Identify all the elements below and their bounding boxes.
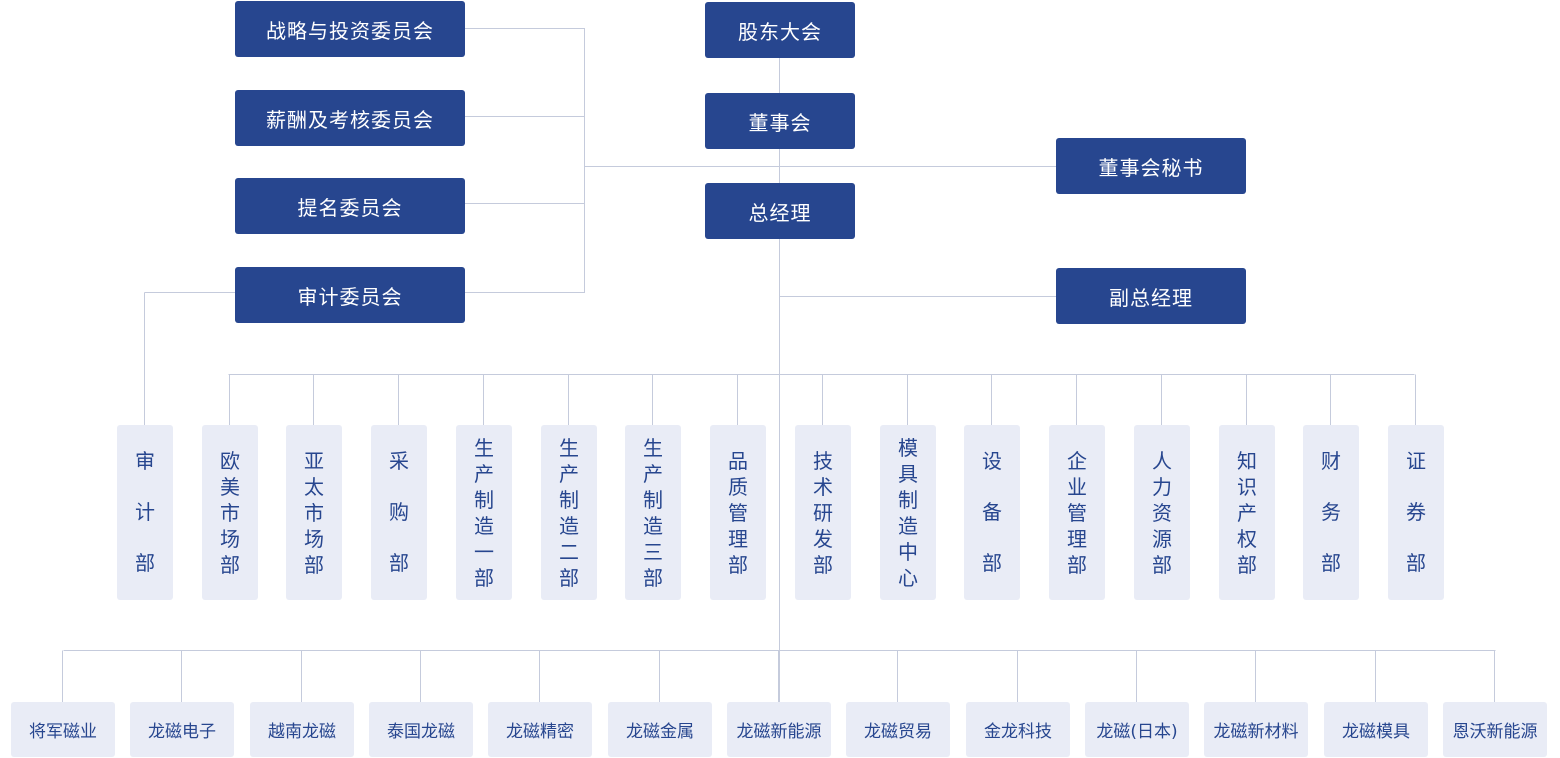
- dept-label: 品质管理部: [728, 449, 748, 577]
- subsidiary-node: 龙磁金属: [608, 702, 712, 757]
- subsidiary-node: 龙磁电子: [130, 702, 234, 757]
- subsidiary-node: 龙磁新材料: [1204, 702, 1308, 757]
- subsidiary-node: 龙磁贸易: [846, 702, 950, 757]
- dept-mold-center: 模具制造中心: [880, 425, 936, 600]
- node-board: 董事会: [705, 93, 855, 149]
- subsidiary-node: 越南龙磁: [250, 702, 354, 757]
- subsidiary-node: 金龙科技: [966, 702, 1070, 757]
- committee-nomination: 提名委员会: [235, 178, 465, 234]
- dept-europe-america-market: 欧美市场部: [202, 425, 258, 600]
- node-vice-general-manager: 副总经理: [1056, 268, 1246, 324]
- dept-production-2: 生产制造二部: [541, 425, 597, 600]
- dept-label: 采购部: [389, 449, 409, 575]
- dept-label: 审计部: [135, 449, 155, 575]
- dept-production-1: 生产制造一部: [456, 425, 512, 600]
- dept-label: 欧美市场部: [220, 449, 240, 577]
- dept-label: 证券部: [1406, 449, 1426, 575]
- dept-label: 财务部: [1321, 449, 1341, 575]
- dept-rnd: 技术研发部: [795, 425, 851, 600]
- dept-label: 模具制造中心: [898, 436, 918, 590]
- dept-label: 生产制造三部: [643, 436, 663, 590]
- dept-label: 生产制造二部: [559, 436, 579, 590]
- dept-label: 知识产权部: [1237, 449, 1257, 577]
- dept-equipment: 设备部: [964, 425, 1020, 600]
- dept-production-3: 生产制造三部: [625, 425, 681, 600]
- node-general-manager: 总经理: [705, 183, 855, 239]
- dept-quality-management: 品质管理部: [710, 425, 766, 600]
- dept-enterprise-management: 企业管理部: [1049, 425, 1105, 600]
- dept-asia-pacific-market: 亚太市场部: [286, 425, 342, 600]
- dept-label: 技术研发部: [813, 449, 833, 577]
- dept-label: 亚太市场部: [304, 449, 324, 577]
- dept-human-resources: 人力资源部: [1134, 425, 1190, 600]
- node-board-secretary: 董事会秘书: [1056, 138, 1246, 194]
- dept-label: 设备部: [982, 449, 1002, 575]
- subsidiary-node: 龙磁(日本): [1085, 702, 1189, 757]
- subsidiary-node: 龙磁精密: [488, 702, 592, 757]
- dept-label: 生产制造一部: [474, 436, 494, 590]
- subsidiary-node: 将军磁业: [11, 702, 115, 757]
- dept-label: 人力资源部: [1152, 449, 1172, 577]
- dept-finance: 财务部: [1303, 425, 1359, 600]
- committee-strategy-investment: 战略与投资委员会: [235, 1, 465, 57]
- committee-audit: 审计委员会: [235, 267, 465, 323]
- subsidiary-node: 龙磁新能源: [727, 702, 831, 757]
- dept-intellectual-property: 知识产权部: [1219, 425, 1275, 600]
- node-shareholders: 股东大会: [705, 2, 855, 58]
- dept-purchasing: 采购部: [371, 425, 427, 600]
- dept-securities: 证券部: [1388, 425, 1444, 600]
- subsidiary-node: 恩沃新能源: [1443, 702, 1547, 757]
- dept-audit: 审计部: [117, 425, 173, 600]
- committee-compensation: 薪酬及考核委员会: [235, 90, 465, 146]
- subsidiary-node: 龙磁模具: [1324, 702, 1428, 757]
- dept-label: 企业管理部: [1067, 449, 1087, 577]
- subsidiary-node: 泰国龙磁: [369, 702, 473, 757]
